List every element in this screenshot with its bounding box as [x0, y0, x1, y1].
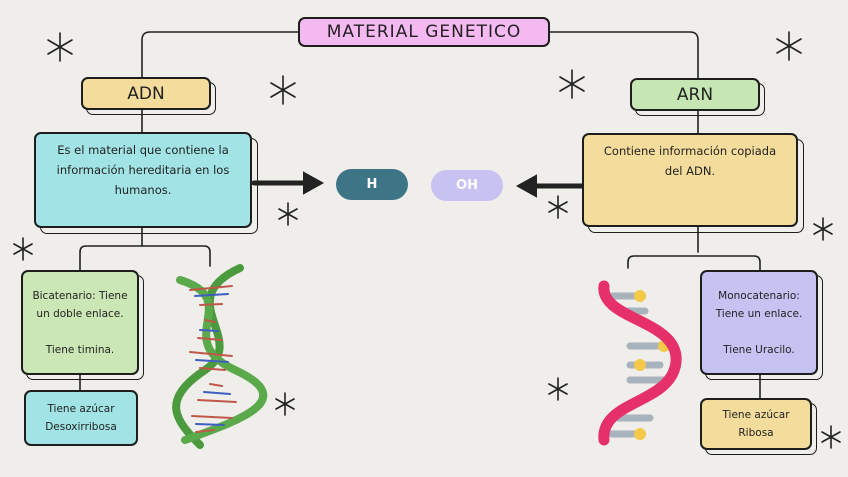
adn-description: Es el material que contiene la informaci…: [34, 132, 252, 228]
arrow-right-icon: [251, 171, 325, 195]
h-group-pill: H: [336, 169, 408, 200]
monocatenario-box: Monocatenario: Tiene un enlace. Tiene Ur…: [700, 270, 818, 375]
ribosa-box: Tiene azúcar Ribosa: [700, 398, 812, 450]
desoxirribosa-box: Tiene azúcar Desoxirribosa: [24, 390, 138, 446]
page-title: MATERIAL GENETICO: [298, 17, 550, 47]
adn-header: ADN: [81, 77, 211, 110]
oh-group-pill: OH: [431, 170, 503, 201]
arn-description: Contiene información copiada del ADN.: [582, 133, 798, 227]
arn-header: ARN: [630, 78, 760, 111]
bicatenario-box: Bicatenario: Tiene un doble enlace. Tien…: [21, 270, 139, 375]
arrow-left-icon: [515, 174, 587, 198]
